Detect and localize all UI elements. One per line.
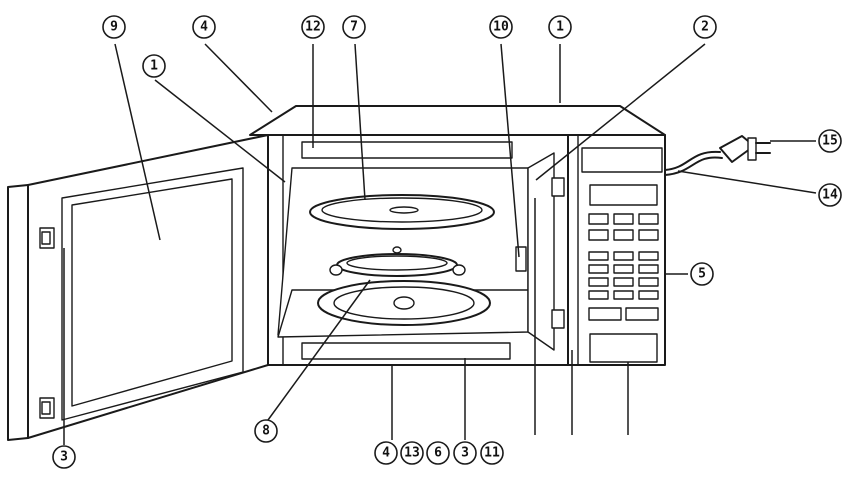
svg-text:11: 11: [484, 446, 500, 461]
svg-text:9: 9: [110, 20, 118, 35]
callout-10: 10: [490, 16, 512, 38]
top-vent-strip: [302, 142, 512, 158]
cavity: [278, 142, 564, 359]
svg-text:3: 3: [60, 450, 68, 465]
svg-text:3: 3: [461, 446, 469, 461]
callout-1-top: 1: [549, 16, 571, 38]
power-cord: [665, 136, 770, 175]
callout-1-left: 1: [143, 55, 165, 77]
svg-text:7: 7: [350, 20, 358, 35]
svg-text:12: 12: [305, 20, 321, 35]
callout-14: 14: [819, 184, 841, 206]
callout-3-bottom: 3: [454, 442, 476, 464]
bottom-vent-strip: [302, 343, 510, 359]
callout-9: 9: [103, 16, 125, 38]
door-hook-upper: [40, 228, 54, 248]
svg-text:2: 2: [701, 20, 709, 35]
callout-11: 11: [481, 442, 503, 464]
door-latch-hole-upper: [552, 178, 564, 196]
svg-text:6: 6: [434, 446, 442, 461]
callout-8: 8: [255, 420, 277, 442]
power-plug: [720, 136, 770, 162]
callout-12: 12: [302, 16, 324, 38]
waveguide-cover: [516, 247, 526, 271]
display-window: [590, 185, 657, 205]
svg-text:5: 5: [698, 267, 706, 282]
svg-text:4: 4: [382, 446, 390, 461]
svg-text:13: 13: [404, 446, 420, 461]
right-side-wall: [528, 153, 554, 350]
callout-15: 15: [819, 130, 841, 152]
callout-4-top: 4: [193, 16, 215, 38]
svg-text:10: 10: [493, 20, 509, 35]
door-latch-hole-lower: [552, 310, 564, 328]
svg-text:8: 8: [262, 424, 270, 439]
callout-7: 7: [343, 16, 365, 38]
svg-text:1: 1: [556, 20, 564, 35]
callout-5: 5: [691, 263, 713, 285]
callout-3-left: 3: [53, 446, 75, 468]
turntable-base: [318, 281, 490, 325]
svg-text:1: 1: [150, 59, 158, 74]
svg-text:15: 15: [822, 134, 838, 149]
svg-text:14: 14: [822, 188, 838, 203]
callout-6: 6: [427, 442, 449, 464]
svg-text:4: 4: [200, 20, 208, 35]
callout-13: 13: [401, 442, 423, 464]
control-panel: [568, 135, 665, 365]
glass-tray: [310, 195, 494, 229]
callout-4-bottom: 4: [375, 442, 397, 464]
door-hook-lower: [40, 398, 54, 418]
callout-2: 2: [694, 16, 716, 38]
door-release-button: [590, 334, 657, 362]
door-outer-side: [8, 185, 28, 440]
door: [8, 135, 268, 440]
